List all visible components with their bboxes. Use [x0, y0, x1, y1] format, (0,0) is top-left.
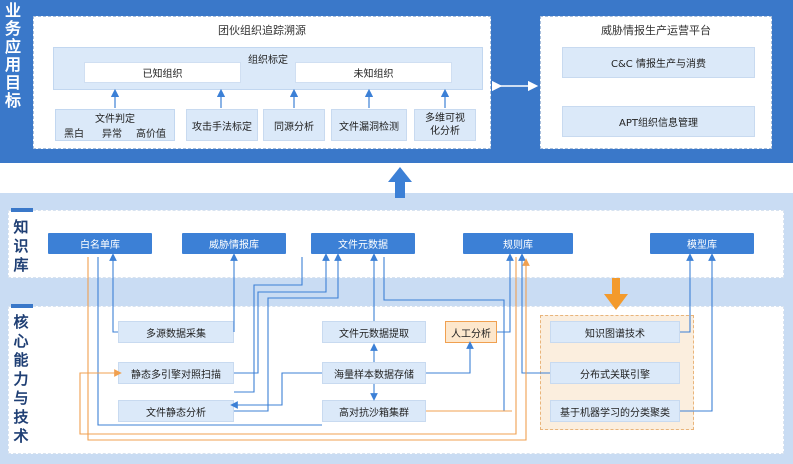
sample-storage-box: 海量样本数据存储	[322, 362, 426, 384]
core-strip	[11, 304, 33, 308]
model-db: 模型库	[650, 233, 754, 254]
org-calibration-label: 组织标定	[248, 55, 288, 66]
judge-option-valuable: 高价值	[136, 129, 166, 140]
homology-analysis-box: 同源分析	[263, 109, 325, 141]
orange-connectors	[79, 257, 530, 441]
metadata-extract-box: 文件元数据提取	[322, 321, 426, 343]
file-judge-box	[55, 109, 175, 141]
ml-clustering-box: 基于机器学习的分类聚类	[550, 400, 680, 422]
threat-intel-db: 威胁情报库	[182, 233, 286, 254]
whitelist-db: 白名单库	[48, 233, 152, 254]
platform-title: 威胁情报生产运营平台	[601, 24, 711, 37]
knowledge-section-label: 知识库	[13, 218, 29, 274]
judge-option-abnormal: 异常	[102, 129, 122, 140]
tracing-arrows	[110, 88, 450, 108]
static-engine-scan-box: 静态多引擎对照扫描	[118, 362, 234, 384]
attack-technique-box: 攻击手法标定	[186, 109, 258, 141]
tracing-title: 团伙组织追踪溯源	[218, 24, 306, 37]
rules-db: 规则库	[463, 233, 573, 254]
vuln-detection-box: 文件漏洞检测	[331, 109, 407, 141]
known-org-box: 已知组织	[84, 62, 241, 83]
core-section-label: 核心能力与技术	[13, 313, 29, 445]
knowledge-graph-box: 知识图谱技术	[550, 321, 680, 343]
orange-down-arrow	[604, 278, 628, 310]
apt-management-box: APT组织信息管理	[562, 106, 755, 137]
file-judge-label: 文件判定	[95, 114, 135, 125]
file-metadata-db: 文件元数据	[311, 233, 415, 254]
cc-intel-box: C&C 情报生产与消费	[562, 47, 755, 78]
static-analysis-box: 文件静态分析	[118, 400, 234, 422]
unknown-org-box: 未知组织	[295, 62, 452, 83]
business-section-label: 业务应用目标	[4, 1, 21, 110]
big-up-arrow	[388, 167, 412, 198]
judge-option-blackwhite: 黑白	[64, 129, 84, 140]
kb-strip	[11, 208, 33, 212]
distributed-engine-box: 分布式关联引擎	[550, 362, 680, 384]
multi-visual-box: 多维可视化分析	[414, 109, 476, 141]
